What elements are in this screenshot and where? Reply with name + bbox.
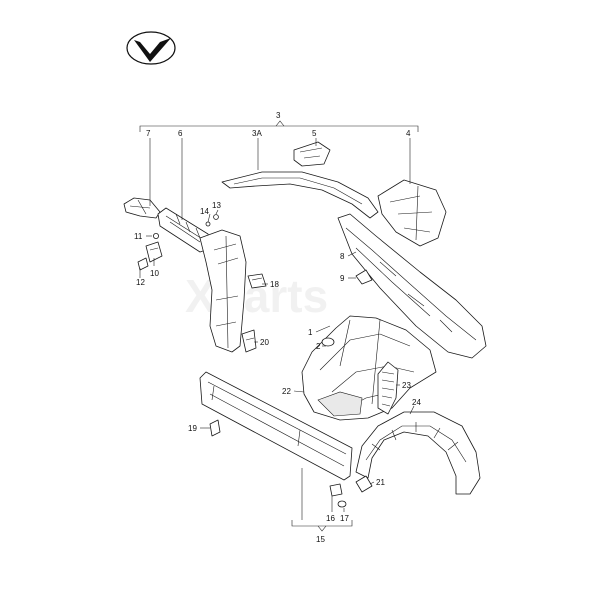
part-17-grommet xyxy=(337,500,347,508)
callout-8: 8 xyxy=(340,252,345,261)
part-9-clip xyxy=(355,269,373,285)
part-23-vent xyxy=(377,361,399,415)
brand-logo xyxy=(126,31,176,65)
callout-22: 22 xyxy=(282,387,291,396)
callout-6: 6 xyxy=(178,129,183,138)
callout-24: 24 xyxy=(412,398,421,407)
callout-15: 15 xyxy=(316,535,325,544)
part-19-clip xyxy=(209,419,221,437)
callout-1: 1 xyxy=(308,328,313,337)
part-3a-roof-rail xyxy=(221,171,379,219)
callout-11: 11 xyxy=(134,232,143,241)
callout-13: 13 xyxy=(212,201,221,210)
callout-2: 2 xyxy=(316,342,321,351)
callout-3a: 3A xyxy=(252,129,262,138)
callout-labels: 3 7 6 3A 5 4 13 14 11 10 12 8 9 18 1 2 2… xyxy=(134,111,421,544)
callout-14: 14 xyxy=(200,207,209,216)
part-16-bracket xyxy=(329,483,343,497)
callout-21: 21 xyxy=(376,478,385,487)
part-15-sill xyxy=(199,371,353,481)
fastener-12 xyxy=(137,257,149,271)
part-10-clip xyxy=(145,241,163,263)
callout-18: 18 xyxy=(270,280,279,289)
leader-lines xyxy=(139,138,415,520)
callout-17: 17 xyxy=(340,514,349,523)
callout-5: 5 xyxy=(312,129,317,138)
callout-7: 7 xyxy=(146,129,151,138)
part-2-clip xyxy=(321,337,335,347)
part-24-wheel-arch xyxy=(355,411,481,495)
callout-16: 16 xyxy=(326,514,335,523)
fastener-14 xyxy=(205,221,211,227)
bracket-15 xyxy=(291,520,353,532)
pillar-b xyxy=(199,229,247,353)
part-18-clip xyxy=(247,273,267,289)
callout-20: 20 xyxy=(260,338,269,347)
part-7-bracket xyxy=(123,197,161,219)
callout-19: 19 xyxy=(188,424,197,433)
part-8-inner-rail xyxy=(337,213,487,359)
quarter-inner-panel xyxy=(301,315,437,421)
callout-4: 4 xyxy=(406,129,411,138)
callout-12: 12 xyxy=(136,278,145,287)
fastener-13 xyxy=(213,214,219,220)
bracket-3 xyxy=(139,120,419,132)
callout-9: 9 xyxy=(340,274,345,283)
fastener-11 xyxy=(152,232,159,239)
part-21-clip xyxy=(355,475,373,493)
part-4-pillar xyxy=(377,179,447,247)
callout-23: 23 xyxy=(402,381,411,390)
callout-10: 10 xyxy=(150,269,159,278)
callout-3: 3 xyxy=(276,111,281,120)
part-20-bracket xyxy=(241,329,257,353)
part-5-bracket xyxy=(293,141,331,167)
